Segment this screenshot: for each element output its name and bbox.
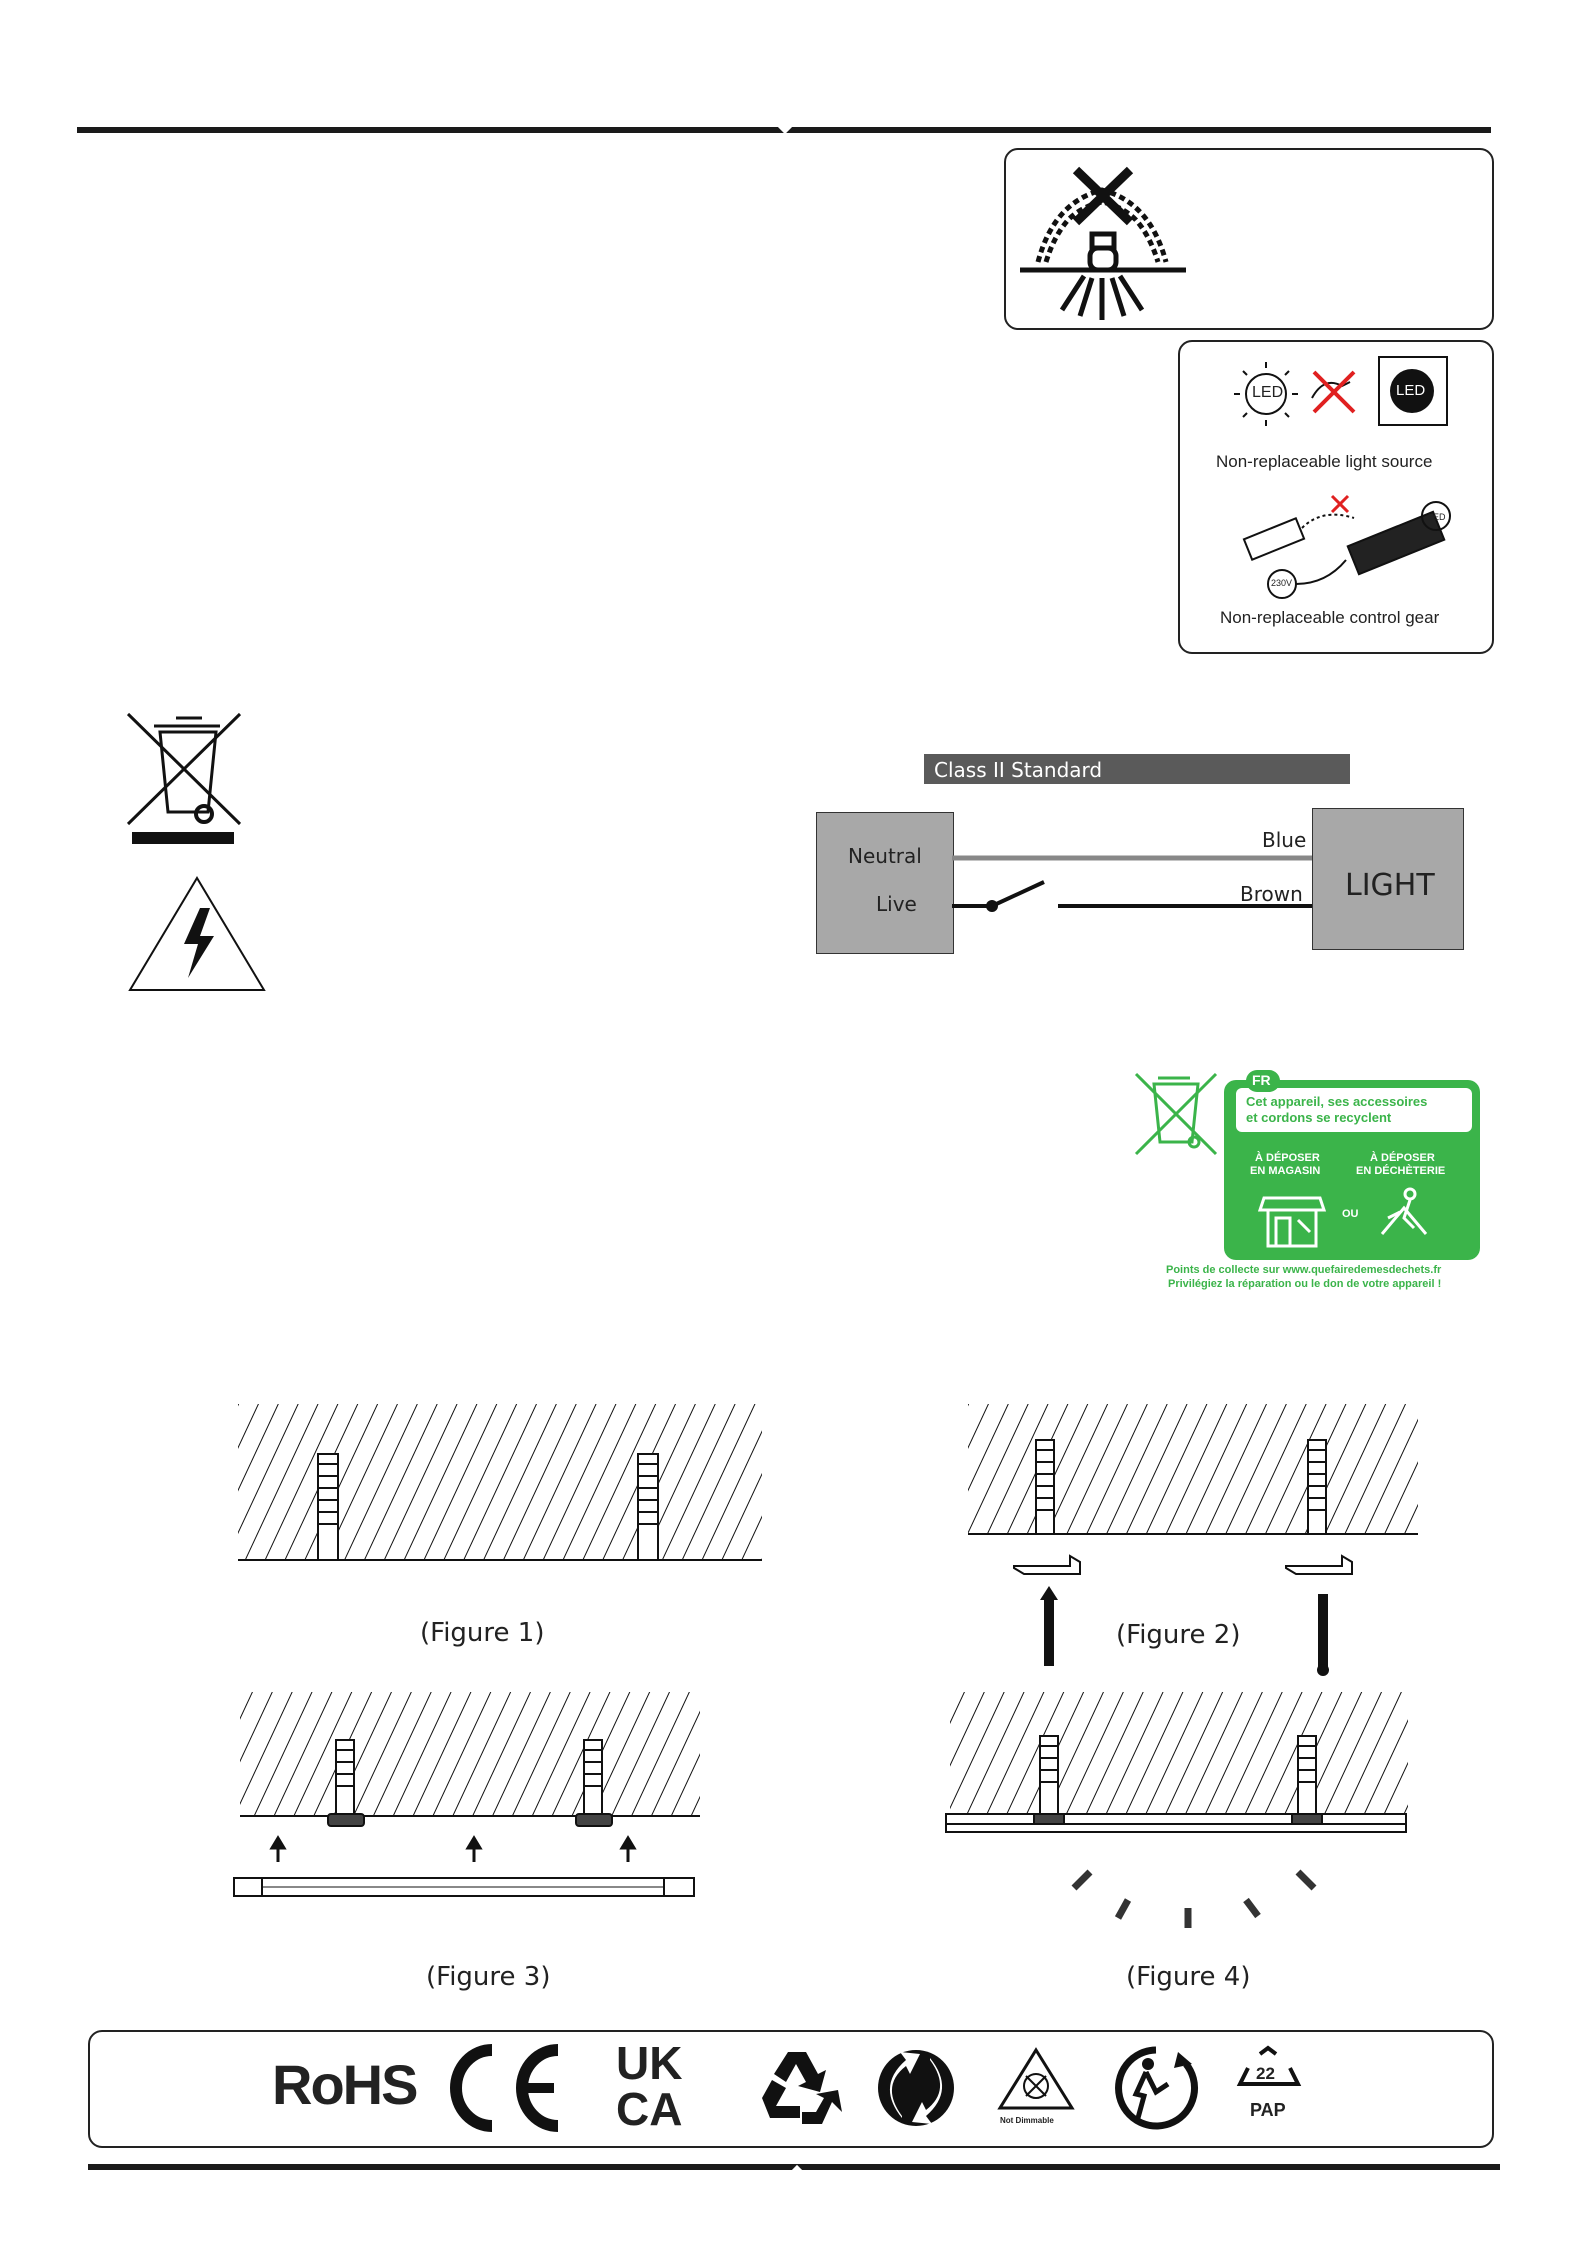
fr-badge-label: FR — [1252, 1072, 1271, 1088]
ukca-mark-uk: UK — [616, 2037, 683, 2089]
live-label: Live — [876, 892, 917, 916]
led-bulb-label: LED — [1252, 384, 1284, 401]
figure-3-diagram — [233, 1692, 700, 1897]
dump-line1: À DÉPOSER — [1370, 1152, 1435, 1164]
led-chip-label: LED — [1396, 382, 1426, 399]
brown-wire-label: Brown — [1240, 882, 1303, 906]
triman-footer2: Privilégiez la réparation ou le don de v… — [1168, 1278, 1442, 1290]
ce-mark — [450, 2044, 559, 2132]
store-line2: EN MAGASIN — [1250, 1165, 1321, 1177]
light-source-caption: Non-replaceable light source — [1216, 452, 1433, 471]
triman-line2: et cordons se recyclent — [1246, 1110, 1392, 1125]
triman-line1: Cet appareil, ses accessoires — [1246, 1094, 1428, 1109]
figure-1-caption: (Figure 1) — [420, 1618, 545, 1648]
triman-header — [1236, 1088, 1472, 1132]
wiring-title: Class II Standard — [934, 758, 1103, 782]
wiring-lines — [952, 855, 1312, 912]
figure-4-caption: (Figure 4) — [1126, 1962, 1251, 1992]
no-cover-icon — [1020, 166, 1186, 320]
or-label: OU — [1342, 1208, 1359, 1220]
led-bulb-icon — [1234, 362, 1298, 426]
rohs-mark: RoHS — [272, 2053, 418, 2116]
figure-2-caption: (Figure 2) — [1116, 1620, 1241, 1650]
figure-3-caption: (Figure 3) — [426, 1962, 551, 1992]
dump-line2: EN DÉCHÈTERIE — [1356, 1165, 1446, 1177]
gear-voltage-label: 230V — [1271, 578, 1293, 588]
store-icon — [1257, 1196, 1327, 1248]
blue-wire-label: Blue — [1262, 828, 1307, 852]
triman-icon — [1115, 2046, 1199, 2130]
control-gear-caption: Non-replaceable control gear — [1220, 608, 1440, 627]
store-line1: À DÉPOSER — [1255, 1152, 1320, 1164]
pap-recycle-icon — [1236, 2045, 1302, 2086]
gear-led-label: LED — [1428, 512, 1446, 522]
led-chip-dot — [1390, 369, 1434, 413]
fr-badge — [1246, 1070, 1280, 1092]
led-chip-icon — [1378, 356, 1448, 426]
light-box — [1312, 808, 1464, 950]
control-gear-icon — [1242, 494, 1451, 599]
supply-box — [816, 812, 954, 954]
light-label: LIGHT — [1345, 868, 1435, 903]
pap-label: PAP — [1250, 2100, 1286, 2120]
dump-icon — [1380, 1187, 1428, 1235]
no-cover-warning-box — [1004, 148, 1494, 330]
figure-4-diagram — [945, 1692, 1408, 1928]
figure-2-diagram — [968, 1404, 1418, 1676]
figure-1-diagram — [238, 1404, 762, 1561]
green-dot-icon — [878, 2050, 954, 2126]
weee-green-bin-icon — [1134, 1072, 1218, 1156]
ukca-mark-ca: CA — [616, 2083, 683, 2135]
not-dimmable-icon — [997, 2047, 1075, 2110]
certification-marks-box — [88, 2030, 1494, 2148]
non-replaceable-box: LED LED Non-replaceable light source 230… — [1178, 340, 1494, 654]
neutral-label: Neutral — [848, 844, 922, 868]
weee-bin-icon — [126, 712, 242, 844]
recycle-icon — [762, 2052, 842, 2124]
electric-shock-warning-icon — [128, 876, 266, 991]
wiring-title-bar — [924, 754, 1350, 784]
pap-number: 22 — [1256, 2064, 1275, 2083]
no-replace-cross-icon — [1311, 370, 1356, 414]
not-dimmable-label: Not Dimmable — [1000, 2116, 1054, 2125]
triman-footer1: Points de collecte sur www.quefairedemes… — [1166, 1264, 1442, 1276]
